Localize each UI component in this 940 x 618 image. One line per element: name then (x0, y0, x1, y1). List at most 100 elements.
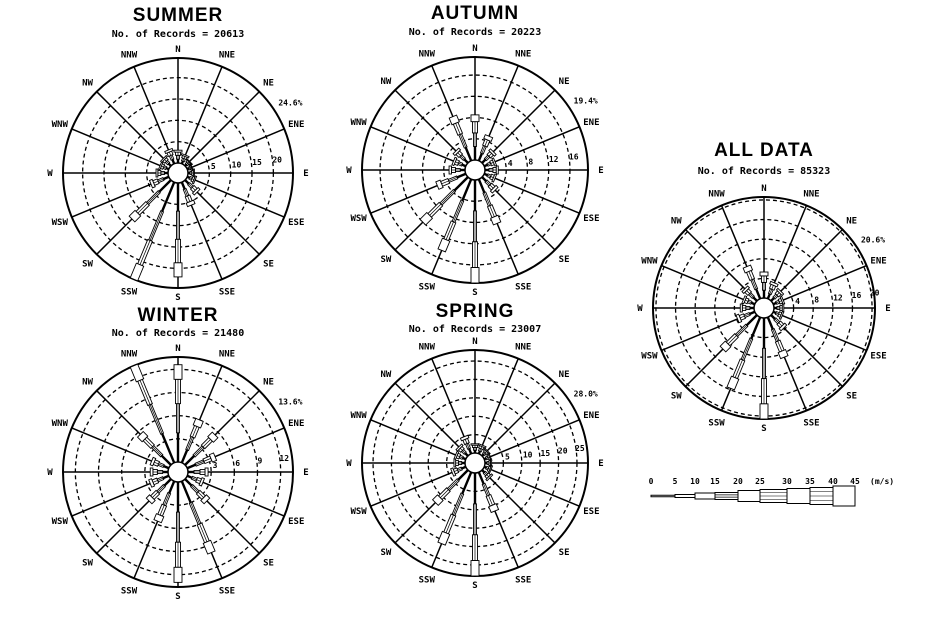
bar-hatch (777, 341, 783, 352)
bar-nw (741, 285, 759, 303)
rose-record-count: No. of Records = 23007 (409, 324, 541, 335)
bar-e (187, 168, 195, 178)
bar-hatch (441, 180, 449, 185)
bar-segment-speed-class-4 (164, 147, 174, 155)
bar-ssw (153, 480, 176, 524)
direction-label-ne: NE (263, 78, 274, 88)
direction-label-s: S (472, 288, 477, 298)
bar-segment-speed-class-1 (176, 432, 180, 463)
bar-n (470, 114, 480, 161)
spoke-nnw (133, 66, 175, 165)
bar-hatch (748, 271, 753, 280)
bar-s (173, 481, 183, 583)
bar-hatch (479, 448, 482, 452)
bar-s (470, 472, 480, 577)
bar-hatch (187, 195, 191, 202)
direction-label-s: S (175, 592, 180, 602)
bar-hatch (192, 426, 198, 438)
direction-label-ssw: SSW (121, 287, 138, 297)
direction-label-nne: NNE (515, 50, 531, 60)
bar-hatch (157, 178, 164, 182)
bar-hatch (773, 294, 778, 299)
direction-label-e: E (598, 166, 603, 176)
bar-hatch (139, 240, 151, 265)
bar-hatch (186, 436, 193, 451)
calm-circle (167, 162, 189, 184)
direction-label-nne: NNE (803, 189, 819, 199)
direction-label-se: SE (263, 260, 274, 270)
bar-segment-speed-class-4 (148, 178, 156, 189)
bar-segment-speed-class-1 (186, 463, 197, 470)
direction-label-e: E (303, 169, 308, 179)
bar-hatch (749, 293, 754, 298)
bar-sse (477, 471, 500, 514)
bar-segment-speed-class-4 (778, 322, 788, 332)
spoke-ese (186, 475, 285, 517)
bar-hatch (483, 192, 491, 206)
bar-hatch (152, 446, 163, 457)
bar-segment-speed-class-4 (777, 349, 789, 360)
bar-s (173, 182, 183, 278)
bar-hatch (462, 450, 466, 454)
direction-label-nw: NW (380, 77, 391, 87)
bar-hatch (727, 335, 737, 345)
bar-segment-speed-class-4 (191, 175, 198, 185)
bar-se (769, 313, 788, 332)
bar-nnw (164, 147, 176, 165)
bar-segment-speed-class-4 (491, 173, 498, 183)
bar-nw (455, 443, 470, 458)
bar-hatch (734, 359, 743, 378)
bar-w (155, 168, 169, 178)
speed-tick-label: 40 (828, 477, 838, 486)
spoke-ene (186, 128, 285, 170)
bar-s (759, 317, 769, 420)
bar-nne (766, 280, 779, 300)
bar-hatch (182, 158, 185, 162)
spoke-ese (186, 176, 285, 218)
bar-hatch (163, 493, 170, 506)
bar-hatch (154, 461, 159, 465)
direction-label-se: SE (559, 548, 570, 558)
direction-label-ssw: SSW (708, 419, 725, 429)
ring-label: 5 (505, 452, 510, 461)
bar-hatch (158, 463, 164, 467)
direction-label-e: E (303, 468, 308, 478)
direction-label-ssw: SSW (419, 575, 436, 585)
calm-circle (167, 461, 189, 483)
bar-segment-speed-class-4 (155, 168, 159, 178)
bar-segment-speed-class-4 (437, 530, 451, 546)
ring-label: 12 (833, 294, 843, 303)
bar-hatch (464, 439, 468, 444)
bar-segment-speed-class-4 (759, 271, 769, 277)
bar-nnw (448, 114, 473, 162)
rose-title: ALL DATA (714, 140, 814, 161)
direction-label-ne: NE (559, 77, 570, 87)
direction-label-n: N (472, 337, 477, 347)
bar-hatch (458, 162, 463, 165)
bar-hatch (152, 480, 158, 483)
speed-tick-label: 25 (755, 477, 765, 486)
speed-tick-label: 5 (673, 477, 678, 486)
direction-label-nnw: NNW (419, 50, 436, 60)
bar-hatch (454, 469, 458, 472)
bar-segment-speed-class-4 (450, 467, 457, 477)
bar-hatch (489, 184, 494, 189)
bar-wnw (149, 456, 170, 470)
bar-hatch (485, 155, 490, 160)
bar-segment-speed-class-4 (778, 310, 785, 320)
bar-segment-speed-class-4 (419, 211, 434, 226)
speed-tick-label: 20 (733, 477, 743, 486)
bar-hatch (736, 325, 747, 336)
speed-class-8 (832, 485, 856, 507)
bar-segment-speed-class-4 (491, 157, 498, 167)
direction-label-wsw: WSW (350, 214, 367, 224)
bar-n (173, 364, 183, 463)
bar-hatch (170, 155, 173, 160)
direction-label-s: S (761, 424, 766, 434)
bar-segment-speed-class-4 (726, 375, 740, 391)
bar-sse (180, 480, 216, 555)
direction-label-sse: SSE (219, 287, 235, 297)
bar-segment-speed-class-4 (200, 494, 211, 505)
